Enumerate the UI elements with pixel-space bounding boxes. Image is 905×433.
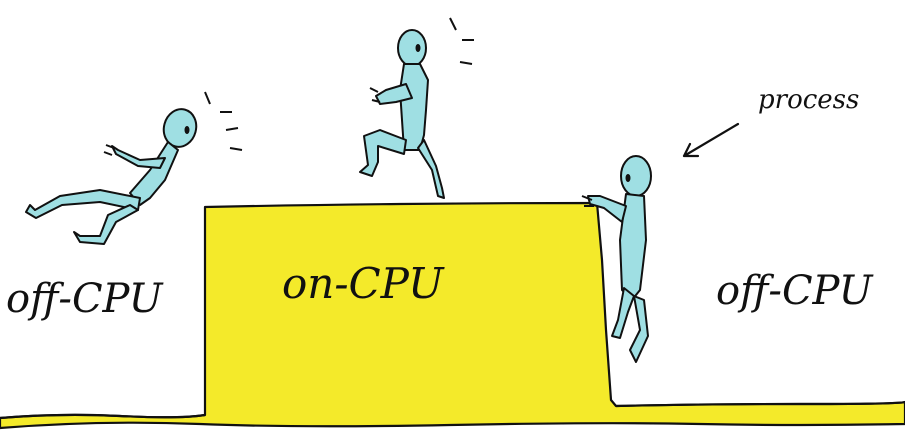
- running-figure-leg-front: [417, 139, 445, 199]
- process-annotation-arrow: [682, 122, 740, 158]
- falling-figure-leg2: [73, 204, 139, 245]
- falling-figure-arms: [111, 145, 166, 169]
- climbing-figure-hands: [581, 195, 594, 207]
- ground-line-right: [615, 400, 905, 408]
- climbing-figure-legs: [611, 287, 635, 339]
- running-figure-motion-marks: [449, 17, 474, 65]
- climbing-figure-arms: [587, 195, 627, 223]
- left-region-label: off-CPU: [6, 276, 164, 322]
- climbing-process-figure: [581, 155, 652, 363]
- climbing-figure-head: [620, 155, 652, 197]
- running-figure-head: [397, 29, 427, 67]
- ground-line-left: [0, 413, 206, 420]
- falling-figure-legs: [25, 189, 141, 219]
- running-figure-eye: [415, 44, 421, 52]
- climbing-figure-eye: [625, 174, 631, 182]
- right-region-label: off-CPU: [716, 268, 874, 314]
- climbing-figure-body: [619, 193, 647, 301]
- falling-figure-hands: [103, 144, 115, 156]
- running-process-figure: [359, 17, 474, 199]
- running-figure-body: [399, 63, 429, 151]
- running-figure-leg-back: [359, 129, 407, 177]
- annotation-label: process: [758, 85, 859, 115]
- climbing-figure-leg2: [629, 295, 649, 363]
- falling-figure-head: [162, 108, 198, 148]
- running-figure-arms: [375, 83, 413, 105]
- falling-figure-eye: [184, 126, 190, 134]
- center-region-label: on-CPU: [282, 259, 445, 308]
- falling-process-figure: [25, 91, 243, 245]
- falling-figure-motion-marks: [204, 91, 243, 151]
- running-figure-hands: [369, 87, 381, 103]
- falling-figure-body: [129, 141, 179, 206]
